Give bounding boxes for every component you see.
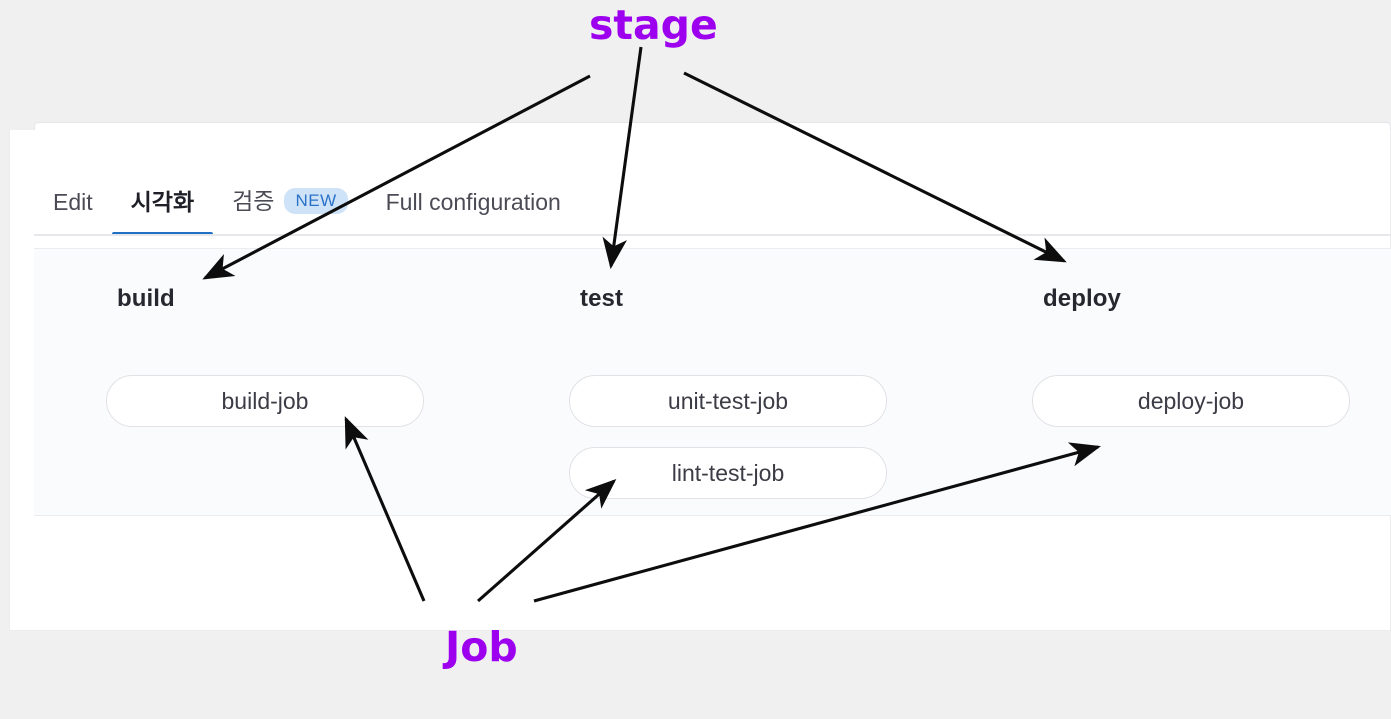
tabbar-divider xyxy=(34,234,1391,236)
editor-tabbar: Edit 시각화 검증 NEW Full configuration xyxy=(34,160,1391,237)
job-list-test: unit-test-job lint-test-job xyxy=(569,375,887,519)
tab-edit[interactable]: Edit xyxy=(34,191,112,236)
tab-full-configuration-label: Full configuration xyxy=(385,189,561,215)
tab-visualize-label: 시각화 xyxy=(130,189,195,215)
job-pill-deploy-job[interactable]: deploy-job xyxy=(1032,375,1350,427)
tab-edit-label: Edit xyxy=(53,189,93,215)
pipeline-graph-panel: build build-job test unit-test-job lint-… xyxy=(34,248,1391,516)
tab-visualize[interactable]: 시각화 xyxy=(111,189,214,236)
new-badge: NEW xyxy=(284,188,348,214)
stage-title-test: test xyxy=(580,285,624,312)
job-pill-unit-test-job[interactable]: unit-test-job xyxy=(569,375,887,427)
stage-title-deploy: deploy xyxy=(1043,285,1121,312)
job-list-deploy: deploy-job xyxy=(1032,375,1350,447)
tab-list: Edit 시각화 검증 NEW Full configuration xyxy=(34,160,580,236)
tab-validate-label: 검증 xyxy=(232,187,275,214)
job-list-build: build-job xyxy=(106,375,424,447)
job-pill-build-job[interactable]: build-job xyxy=(106,375,424,427)
tab-validate[interactable]: 검증 NEW xyxy=(213,188,367,236)
tab-full-configuration[interactable]: Full configuration xyxy=(367,191,580,236)
stage-title-build: build xyxy=(117,285,175,312)
job-pill-lint-test-job[interactable]: lint-test-job xyxy=(569,447,887,499)
